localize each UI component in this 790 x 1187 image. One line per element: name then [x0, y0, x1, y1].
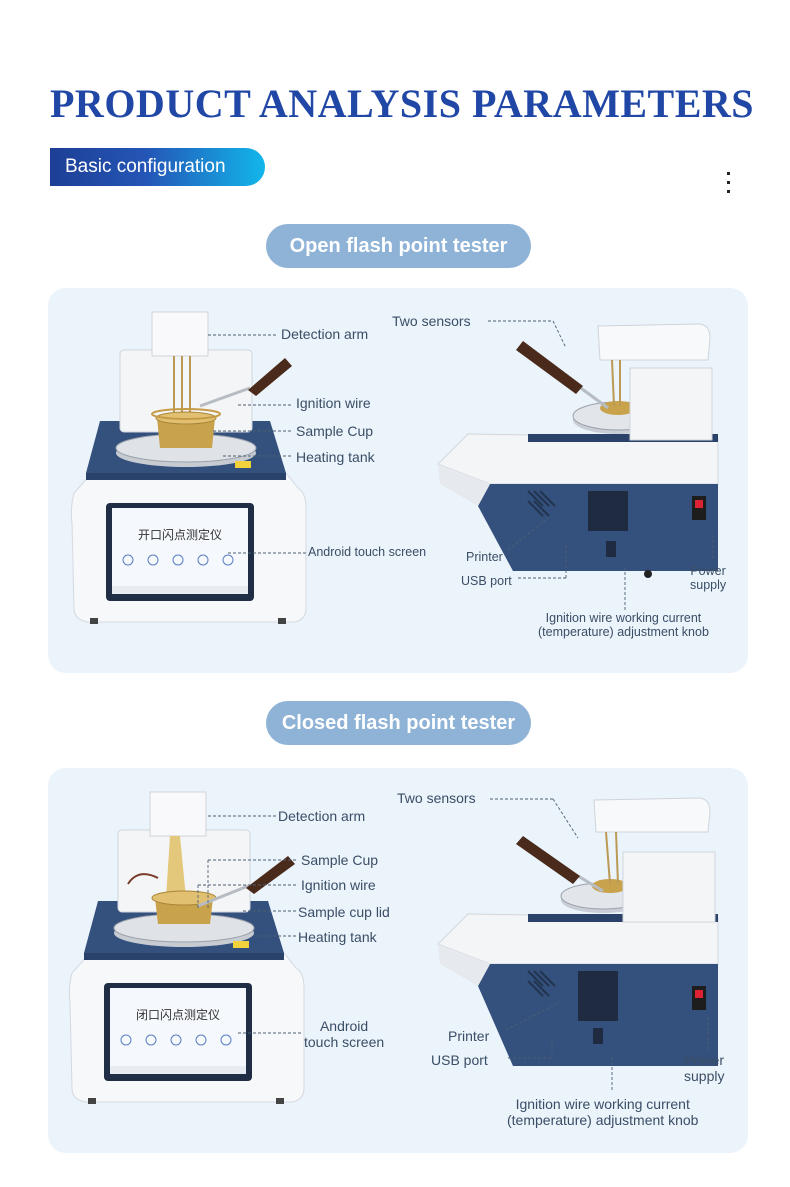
closed-screen-title: 闭口闪点测定仪 [136, 1007, 220, 1022]
closed-label-knob-line1: Ignition wire working current [515, 1096, 690, 1112]
closed-tester-side-illustration [437, 797, 719, 1066]
closed-label-two-sensors: Two sensors [397, 790, 476, 806]
open-tester-leader-lines [208, 320, 714, 610]
open-label-two-sensors: Two sensors [392, 313, 471, 329]
closed-label-detection-arm: Detection arm [278, 808, 366, 824]
open-label-power-supply: Power supply [690, 564, 726, 593]
closed-label-knob-line2: (temperature) adjustment knob [507, 1112, 699, 1129]
closed-label-printer: Printer [448, 1028, 490, 1044]
open-label-sample-cup: Sample Cup [296, 423, 374, 439]
page-title: PRODUCT ANALYSIS PARAMETERS [50, 81, 755, 126]
open-label-usb-port: USB port [461, 574, 512, 588]
closed-label-touch-screen-line2: touch screen [304, 1034, 385, 1051]
closed-tester-leader-lines [197, 798, 709, 1090]
open-label-heating-tank: Heating tank [296, 449, 375, 465]
closed-label-touch-screen: Android touch screen [304, 1018, 384, 1050]
open-label-knob-line1: Ignition wire working current [545, 611, 702, 625]
open-screen-title: 开口闪点测定仪 [138, 527, 222, 542]
open-tester-panel: 开口闪点测定仪 [48, 288, 748, 673]
closed-label-usb-port: USB port [431, 1052, 488, 1068]
open-label-power-supply-line1: Power [690, 564, 726, 578]
open-label-touch-screen: Android touch screen [308, 545, 427, 559]
closed-label-ignition-wire: Ignition wire [301, 877, 376, 893]
open-label-knob: Ignition wire working current (temperatu… [538, 611, 709, 640]
closed-label-power-supply-line2: supply [684, 1068, 725, 1085]
open-tester-side-illustration [437, 323, 719, 578]
closed-label-power-supply-line1: Power [684, 1052, 725, 1068]
open-label-detection-arm: Detection arm [281, 326, 369, 342]
closed-tester-heading: Closed flash point tester [266, 701, 531, 745]
open-tester-front-illustration: 开口闪点测定仪 [70, 311, 307, 624]
closed-label-knob: Ignition wire working current (temperatu… [507, 1096, 698, 1128]
closed-label-heating-tank: Heating tank [298, 929, 377, 945]
open-label-power-supply-line2: supply [690, 578, 727, 593]
open-label-knob-line2: (temperature) adjustment knob [538, 625, 709, 640]
closed-label-power-supply: Power supply [684, 1052, 724, 1084]
closed-tester-panel: 闭口闪点测定仪 [48, 768, 748, 1153]
open-label-printer: Printer [466, 550, 503, 564]
closed-label-sample-cup-lid: Sample cup lid [298, 904, 390, 920]
section-badge: Basic configuration [50, 148, 265, 186]
closed-label-touch-screen-line1: Android [319, 1018, 369, 1034]
open-tester-heading: Open flash point tester [266, 224, 531, 268]
open-label-ignition-wire: Ignition wire [296, 395, 371, 411]
closed-tester-front-illustration: 闭口闪点测定仪 [68, 791, 305, 1104]
closed-label-sample-cup: Sample Cup [301, 852, 379, 868]
vertical-ellipsis-icon[interactable] [722, 172, 734, 198]
